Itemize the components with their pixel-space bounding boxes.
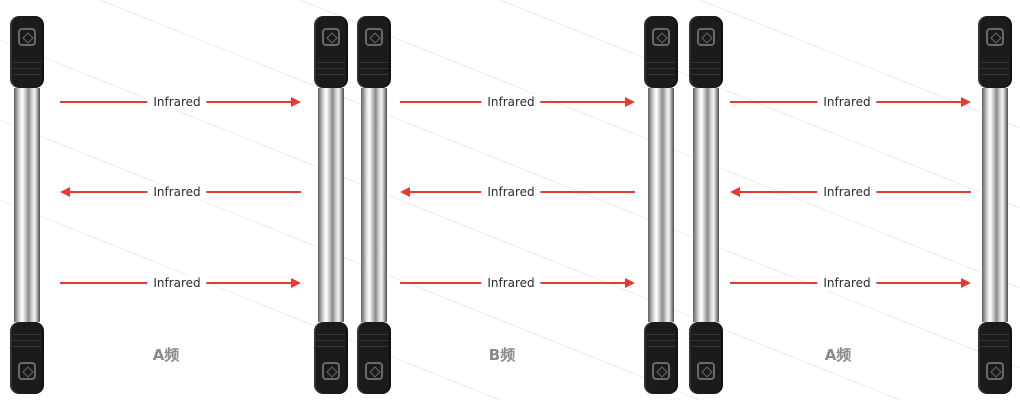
post-cap-bottom [689, 322, 723, 394]
zone-frequency-label: B频 [488, 346, 516, 364]
arrow-label: Infrared [481, 275, 541, 291]
beam-post [357, 16, 391, 394]
shield-logo-icon [18, 362, 36, 380]
infrared-arrow-left: Infrared [400, 184, 635, 200]
infrared-arrow-left: Infrared [730, 184, 971, 200]
beam-post [978, 16, 1012, 394]
zone-frequency-label: A频 [152, 346, 180, 364]
arrow-label: Infrared [817, 275, 877, 291]
post-tube [361, 88, 387, 322]
arrow-label: Infrared [817, 184, 877, 200]
post-cap-bottom [10, 322, 44, 394]
shield-logo-icon [986, 362, 1004, 380]
shield-logo-icon [322, 362, 340, 380]
post-tube [318, 88, 344, 322]
arrow-label: Infrared [147, 94, 207, 110]
post-cap-bottom [314, 322, 348, 394]
post-cap-bottom [978, 322, 1012, 394]
arrow-label: Infrared [817, 94, 877, 110]
shield-logo-icon [365, 362, 383, 380]
shield-logo-icon [697, 362, 715, 380]
beam-post [644, 16, 678, 394]
infrared-arrow-right: Infrared [730, 275, 971, 291]
post-cap-top [644, 16, 678, 88]
infrared-arrow-right: Infrared [60, 94, 301, 110]
arrow-label: Infrared [481, 184, 541, 200]
post-cap-top [978, 16, 1012, 88]
beam-post [314, 16, 348, 394]
post-tube [648, 88, 674, 322]
post-tube [982, 88, 1008, 322]
arrow-label: Infrared [481, 94, 541, 110]
post-cap-bottom [644, 322, 678, 394]
beam-post [689, 16, 723, 394]
post-tube [14, 88, 40, 322]
shield-logo-icon [365, 28, 383, 46]
arrow-label: Infrared [147, 184, 207, 200]
infrared-arrow-left: Infrared [60, 184, 301, 200]
shield-logo-icon [322, 28, 340, 46]
shield-logo-icon [652, 28, 670, 46]
shield-logo-icon [18, 28, 36, 46]
post-cap-top [689, 16, 723, 88]
zone-frequency-label: A频 [824, 346, 852, 364]
post-cap-top [10, 16, 44, 88]
shield-logo-icon [986, 28, 1004, 46]
post-cap-top [357, 16, 391, 88]
post-cap-top [314, 16, 348, 88]
infrared-arrow-right: Infrared [400, 275, 635, 291]
shield-logo-icon [652, 362, 670, 380]
post-tube [693, 88, 719, 322]
shield-logo-icon [697, 28, 715, 46]
arrow-label: Infrared [147, 275, 207, 291]
infrared-arrow-right: Infrared [730, 94, 971, 110]
post-cap-bottom [357, 322, 391, 394]
infrared-arrow-right: Infrared [400, 94, 635, 110]
infrared-arrow-right: Infrared [60, 275, 301, 291]
beam-post [10, 16, 44, 394]
